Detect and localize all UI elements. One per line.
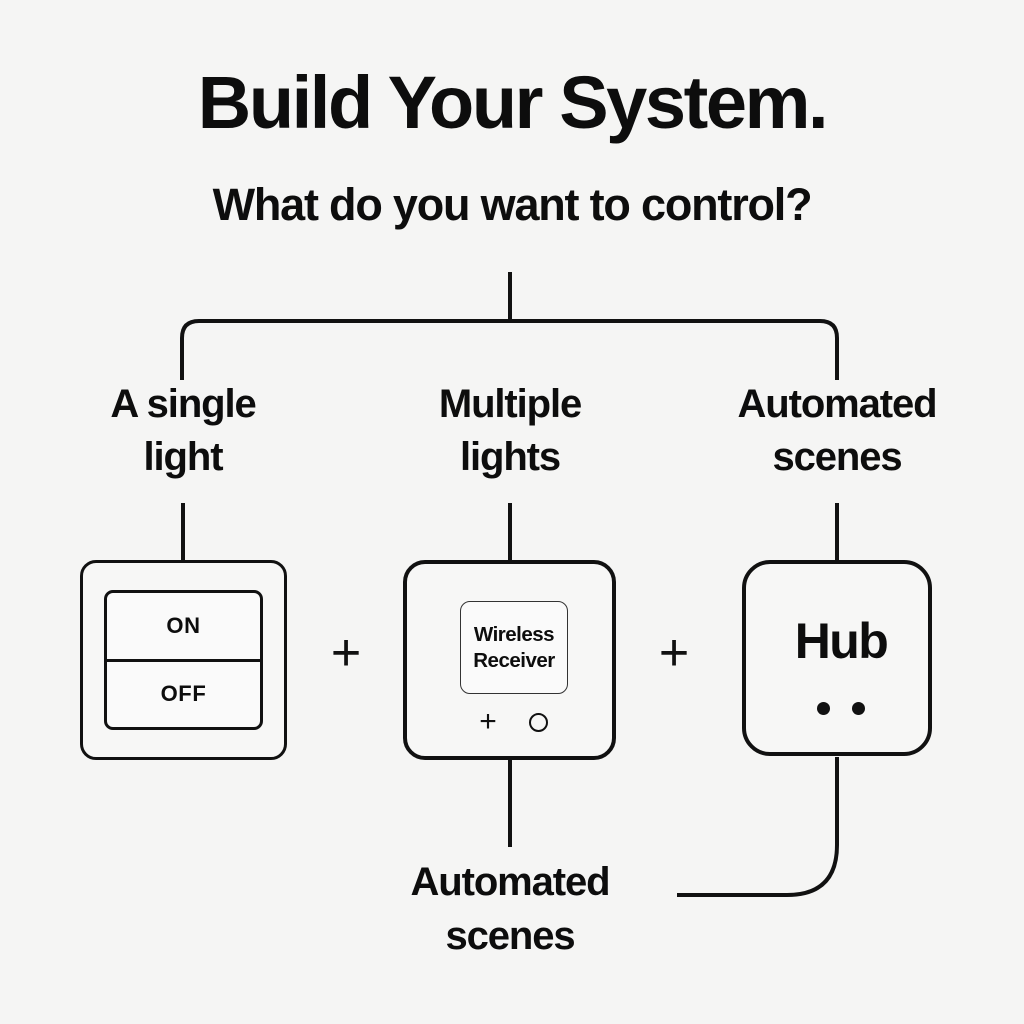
page-title: Build Your System. <box>197 61 829 144</box>
elbow-hub-to-outcome <box>677 757 839 897</box>
receiver-controls: + <box>407 707 620 737</box>
plus-separator-icon: + <box>330 624 362 682</box>
device-hub[interactable]: Hub <box>742 560 932 756</box>
hub-indicator-lights-icon <box>746 702 936 715</box>
rocker-on-label: ON <box>166 612 201 638</box>
rocker-off-half[interactable]: OFF <box>107 662 260 728</box>
rocker-on-half[interactable]: ON <box>107 593 260 662</box>
branch-label-automated-scenes: Automated scenes <box>737 382 938 480</box>
receiver-label-line1: Wireless <box>473 623 555 647</box>
device-wireless-receiver[interactable]: Wireless Receiver + <box>403 560 616 760</box>
receiver-plus-icon[interactable]: + <box>479 705 497 738</box>
receiver-status-led-icon <box>528 712 548 732</box>
hub-dot-icon <box>817 702 830 715</box>
bracket-three-way <box>180 319 839 380</box>
hub-dot-icon <box>852 702 865 715</box>
branch-label-multiple-lights: Multiple lights <box>438 382 582 480</box>
receiver-label-box: Wireless Receiver <box>460 601 568 694</box>
outcome-label-automated-scenes: Automated scenes <box>410 860 611 958</box>
device-wall-switch[interactable]: ON OFF <box>80 560 287 760</box>
receiver-label-line2: Receiver <box>473 648 555 672</box>
rocker-off-label: OFF <box>160 681 207 707</box>
page-subtitle: What do you want to control? <box>212 179 813 230</box>
branch-label-single-light: A single light <box>110 382 256 480</box>
plus-separator-icon: + <box>658 624 690 682</box>
hub-label: Hub <box>794 613 889 669</box>
rocker-panel[interactable]: ON OFF <box>104 590 263 730</box>
